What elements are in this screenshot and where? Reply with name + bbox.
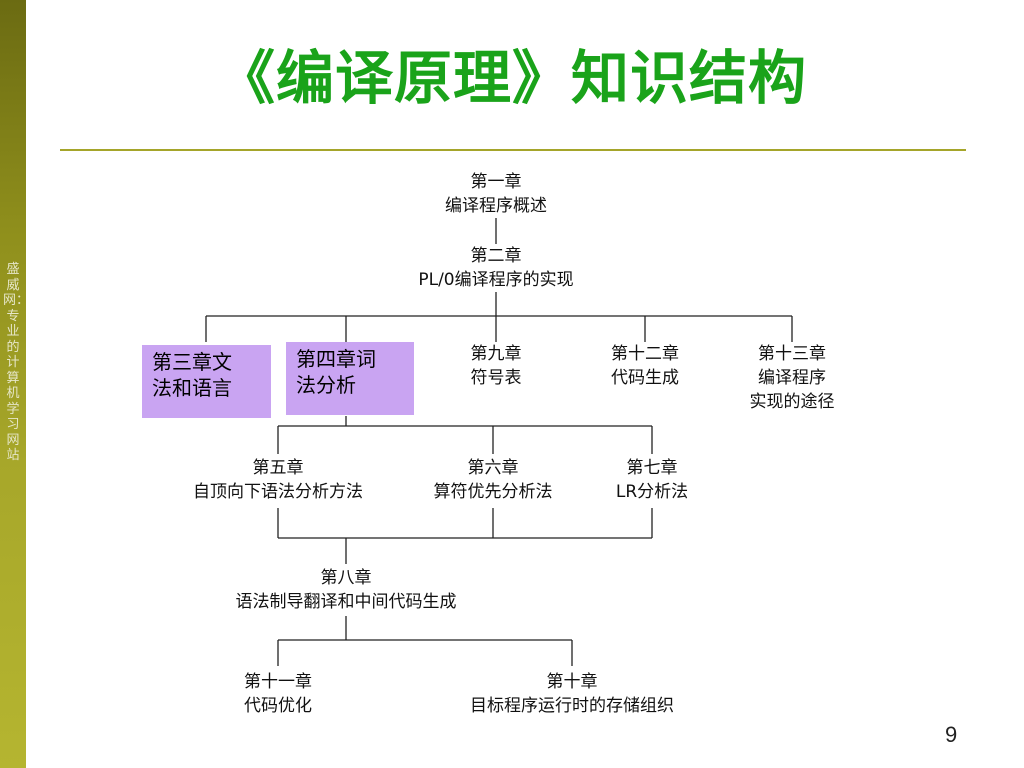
node-chapter-2-line1: 第二章 — [470, 246, 522, 266]
title-divider — [60, 149, 966, 151]
node-chapter-5: 第五章 自顶向下语法分析方法 — [163, 456, 393, 504]
node-chapter-9-line1: 第九章 — [470, 344, 522, 364]
node-chapter-3-highlighted: 第三章文 法和语言 — [142, 345, 271, 418]
node-chapter-1-line2: 编译程序概述 — [445, 196, 547, 216]
node-chapter-11-line1: 第十一章 — [244, 672, 312, 692]
node-chapter-11-line2: 代码优化 — [244, 696, 312, 716]
node-chapter-13-line3: 实现的途径 — [749, 392, 835, 412]
node-chapter-10-line1: 第十章 — [546, 672, 598, 692]
node-chapter-6-line2: 算符优先分析法 — [433, 482, 553, 502]
node-chapter-7: 第七章 LR分析法 — [597, 456, 707, 504]
node-chapter-2: 第二章 PL/0编译程序的实现 — [376, 244, 616, 292]
node-chapter-10-line2: 目标程序运行时的存储组织 — [470, 696, 674, 716]
node-chapter-12-line2: 代码生成 — [611, 368, 679, 388]
node-chapter-8-line2: 语法制导翻译和中间代码生成 — [235, 592, 457, 612]
node-chapter-6-line1: 第六章 — [467, 458, 519, 478]
page-number: 9 — [945, 722, 958, 747]
node-chapter-1: 第一章 编译程序概述 — [396, 170, 596, 218]
node-chapter-7-line1: 第七章 — [626, 458, 678, 478]
node-chapter-9: 第九章 符号表 — [446, 342, 546, 390]
sidebar-watermark-text: 盛威网：专业的计算机学习网站 — [3, 262, 30, 463]
node-chapter-4-line1: 第四章词 — [296, 347, 376, 371]
node-chapter-10: 第十章 目标程序运行时的存储组织 — [424, 670, 720, 718]
node-chapter-13: 第十三章 编译程序 实现的途径 — [727, 342, 857, 414]
node-chapter-8: 第八章 语法制导翻译和中间代码生成 — [196, 566, 496, 614]
node-chapter-12-line1: 第十二章 — [611, 344, 679, 364]
node-chapter-1-line1: 第一章 — [470, 172, 522, 192]
node-chapter-13-line2: 编译程序 — [758, 368, 826, 388]
node-chapter-13-line1: 第十三章 — [758, 344, 826, 364]
sidebar-strip: 盛威网：专业的计算机学习网站 — [0, 0, 30, 768]
node-chapter-6: 第六章 算符优先分析法 — [408, 456, 578, 504]
node-chapter-9-line2: 符号表 — [470, 368, 522, 388]
node-chapter-8-line1: 第八章 — [320, 568, 372, 588]
node-chapter-3-line1: 第三章文 — [152, 350, 232, 374]
node-chapter-2-line2: PL/0编译程序的实现 — [418, 270, 574, 290]
node-chapter-11: 第十一章 代码优化 — [218, 670, 338, 718]
node-chapter-12: 第十二章 代码生成 — [590, 342, 700, 390]
node-chapter-4-highlighted: 第四章词 法分析 — [286, 342, 414, 415]
slide-title: 《编译原理》知识结构 — [216, 44, 807, 112]
node-chapter-5-line2: 自顶向下语法分析方法 — [193, 482, 363, 502]
node-chapter-4-line2: 法分析 — [296, 373, 356, 397]
node-chapter-5-line1: 第五章 — [252, 458, 304, 478]
node-chapter-3-line2: 法和语言 — [152, 376, 232, 400]
node-chapter-7-line2: LR分析法 — [615, 482, 689, 502]
